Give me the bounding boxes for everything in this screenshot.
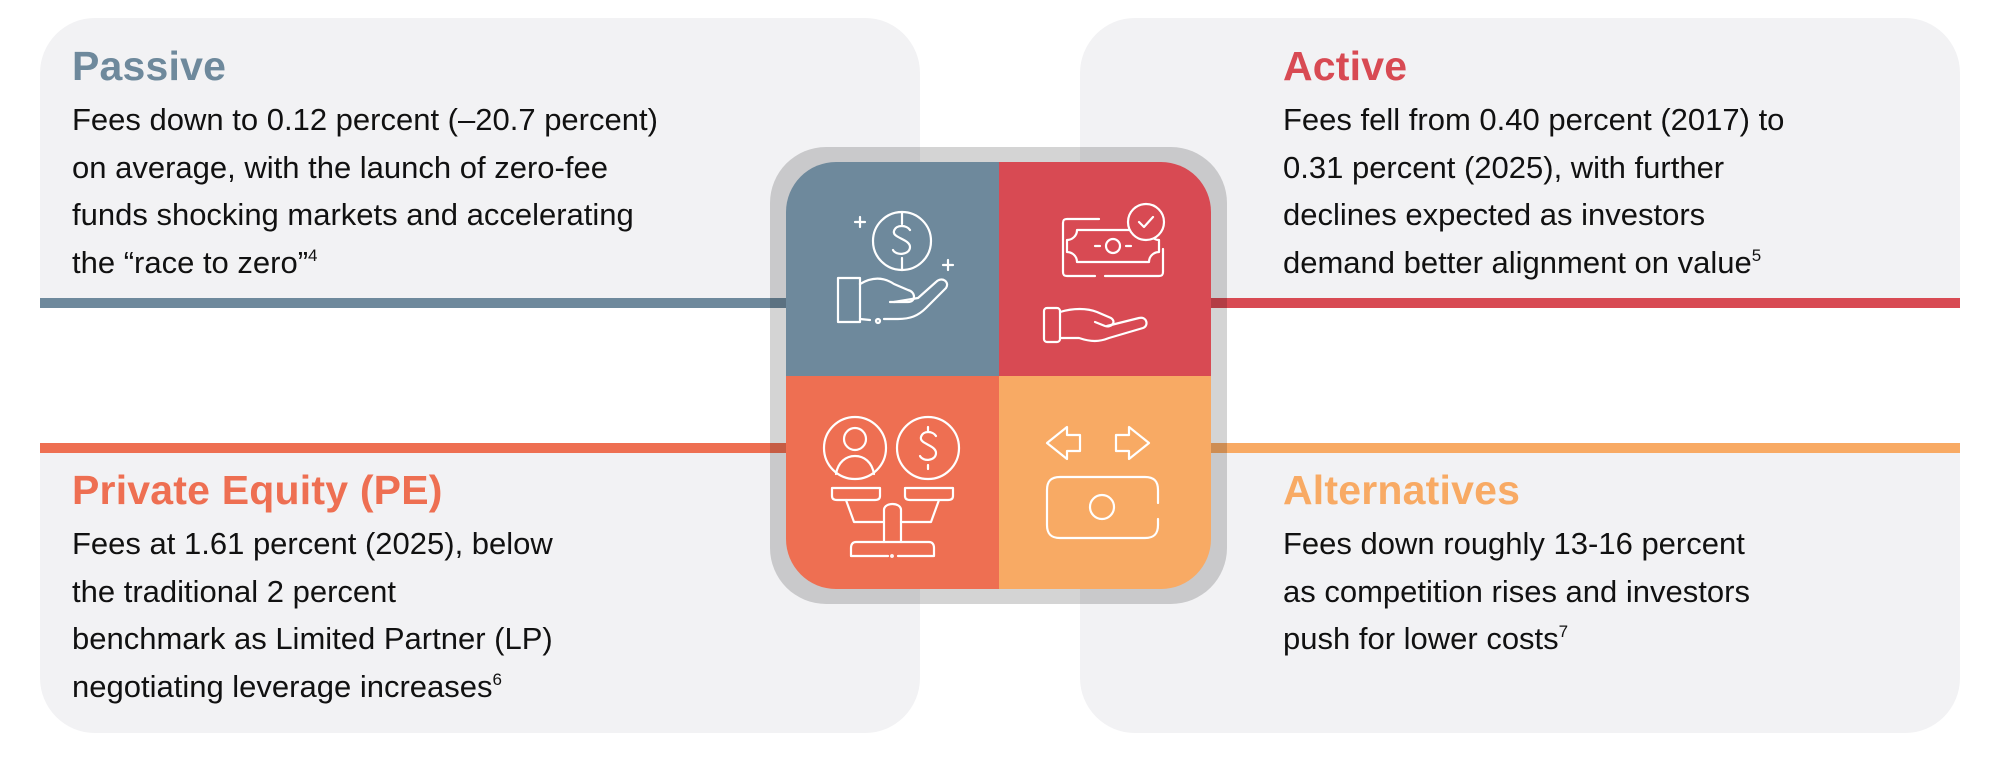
balance-scale-person-dollar-icon [822, 415, 961, 558]
passive-description: Fees down to 0.12 percent (–20.7 percent… [72, 96, 772, 286]
passive-line: the “race to zero” [72, 244, 309, 280]
alternatives-accent-bar [1200, 443, 1960, 453]
active-line: Fees fell from 0.40 percent (2017) to [1283, 102, 1785, 137]
private-equity-line: benchmark as Limited Partner (LP) [72, 621, 553, 656]
passive-line: Fees down to 0.12 percent (–20.7 percent… [72, 102, 658, 137]
private-equity-accent-bar [40, 443, 800, 453]
alternatives-text-block: Alternatives Fees down roughly 13-16 per… [1283, 460, 1903, 663]
active-accent-bar [1200, 298, 1960, 308]
active-line: demand better alignment on value [1283, 244, 1752, 280]
active-icon-tile [999, 162, 1211, 376]
active-footnote: 5 [1751, 245, 1762, 265]
icon-block [786, 162, 1211, 589]
alternatives-line: push for lower costs [1283, 621, 1559, 656]
private-equity-title: Private Equity (PE) [72, 467, 443, 513]
private-equity-text-block: Private Equity (PE) Fees at 1.61 percent… [72, 460, 732, 710]
active-card [1080, 18, 1960, 308]
private-equity-footnote: 6 [492, 669, 502, 689]
alternatives-line: Fees down roughly 13-16 percent [1283, 526, 1745, 561]
hand-holding-verified-banknote-icon [1042, 202, 1166, 344]
passive-accent-bar [40, 298, 800, 308]
hand-receiving-coin-icon [836, 210, 955, 325]
active-description: Fees fell from 0.40 percent (2017) to 0.… [1283, 96, 1903, 286]
private-equity-line: Fees at 1.61 percent (2025), below [72, 526, 553, 561]
passive-title: Passive [72, 43, 227, 89]
money-exchange-arrows-icon [1045, 425, 1160, 540]
alternatives-card [1080, 443, 1960, 733]
passive-icon-tile [786, 162, 999, 376]
alternatives-title: Alternatives [1283, 467, 1521, 513]
private-equity-description: Fees at 1.61 percent (2025), below the t… [72, 520, 732, 710]
private-equity-card [40, 443, 920, 733]
alternatives-icon-tile [999, 376, 1211, 589]
passive-text-block: Passive Fees down to 0.12 percent (–20.7… [72, 36, 772, 286]
alternatives-line: as competition rises and investors [1283, 573, 1750, 609]
private-equity-line: negotiating leverage increases [72, 668, 493, 704]
private-equity-line: the traditional 2 percent [72, 573, 396, 609]
private-equity-icon-tile [786, 376, 999, 589]
passive-footnote: 4 [308, 245, 318, 265]
alternatives-footnote: 7 [1558, 622, 1569, 642]
active-line: 0.31 percent (2025), with further [1283, 149, 1725, 185]
active-text-block: Active Fees fell from 0.40 percent (2017… [1283, 36, 1903, 286]
passive-card [40, 18, 920, 308]
active-line: declines expected as investors [1283, 197, 1706, 232]
passive-line: on average, with the launch of zero-fee [72, 149, 608, 185]
active-title: Active [1283, 43, 1408, 89]
passive-line: funds shocking markets and accelerating [72, 197, 634, 232]
alternatives-description: Fees down roughly 13-16 percent as compe… [1283, 520, 1903, 663]
